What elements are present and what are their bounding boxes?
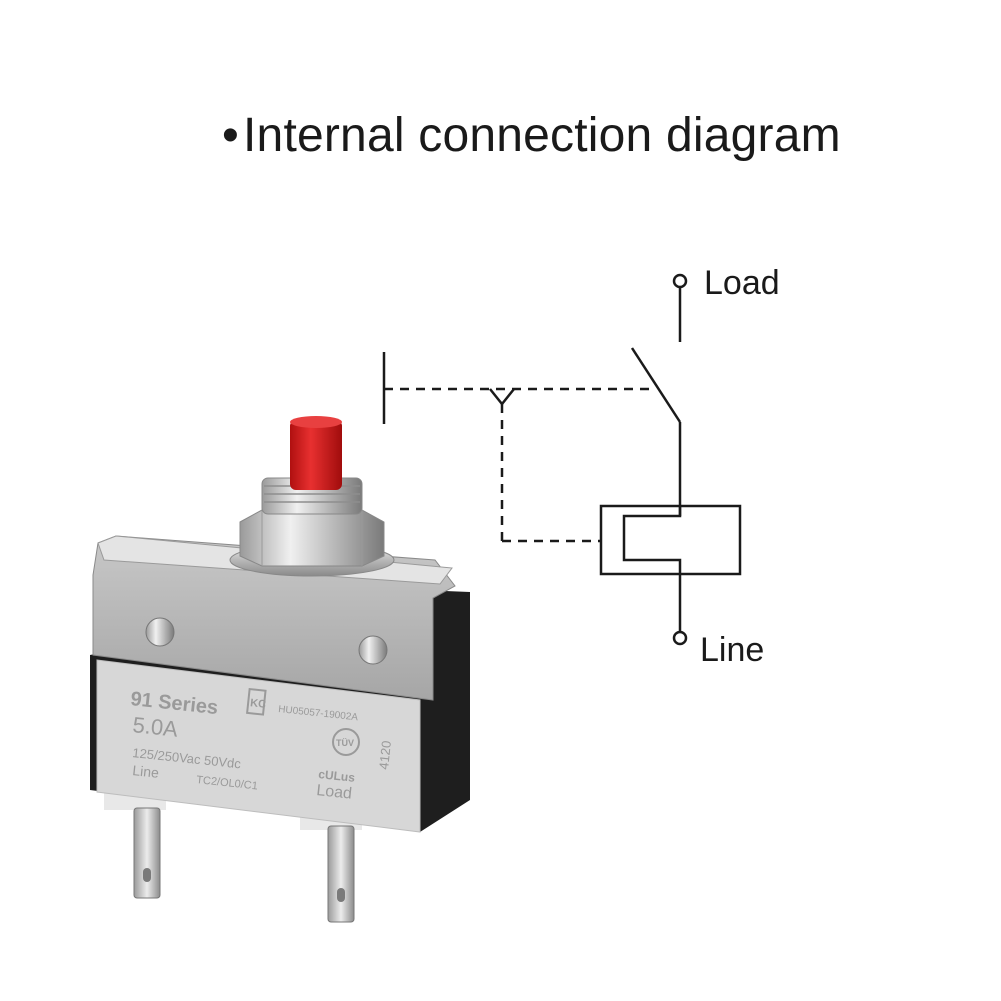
rivet-left-icon (145, 617, 175, 647)
ul-mark-icon: cULus (318, 767, 356, 785)
line-print-text: Line (132, 762, 160, 781)
linkage-junction (489, 388, 515, 407)
load-label: Load (704, 264, 780, 302)
diagram-title: •Internal connection diagram (222, 108, 841, 163)
line-terminal-icon (672, 630, 688, 646)
housing-label-face (96, 659, 421, 833)
rating-text: 5.0A (131, 712, 179, 742)
load-terminal-icon (672, 273, 688, 289)
switch-contact (630, 347, 682, 423)
line-label: Line (700, 631, 764, 669)
schematic (382, 273, 742, 646)
mechanical-linkage (384, 387, 656, 543)
reset-button (290, 416, 342, 490)
kc-mark-icon: KC (246, 687, 267, 716)
svg-text:TÜV: TÜV (336, 738, 354, 748)
line-terminal-pin (104, 788, 166, 899)
rivet-right-icon (358, 635, 388, 665)
circuit-breaker-illustration: 91 Series KC HU05057-19002A 5.0A 125/250… (90, 416, 470, 923)
title-bullet: • (222, 109, 240, 162)
number-text: 4120 (376, 740, 394, 770)
bimetal-element (622, 506, 682, 574)
load-print-text: Load (316, 782, 353, 803)
tuv-mark-icon: TÜV (332, 728, 360, 756)
title-text: Internal connection diagram (243, 109, 841, 162)
svg-text:KC: KC (250, 697, 267, 711)
